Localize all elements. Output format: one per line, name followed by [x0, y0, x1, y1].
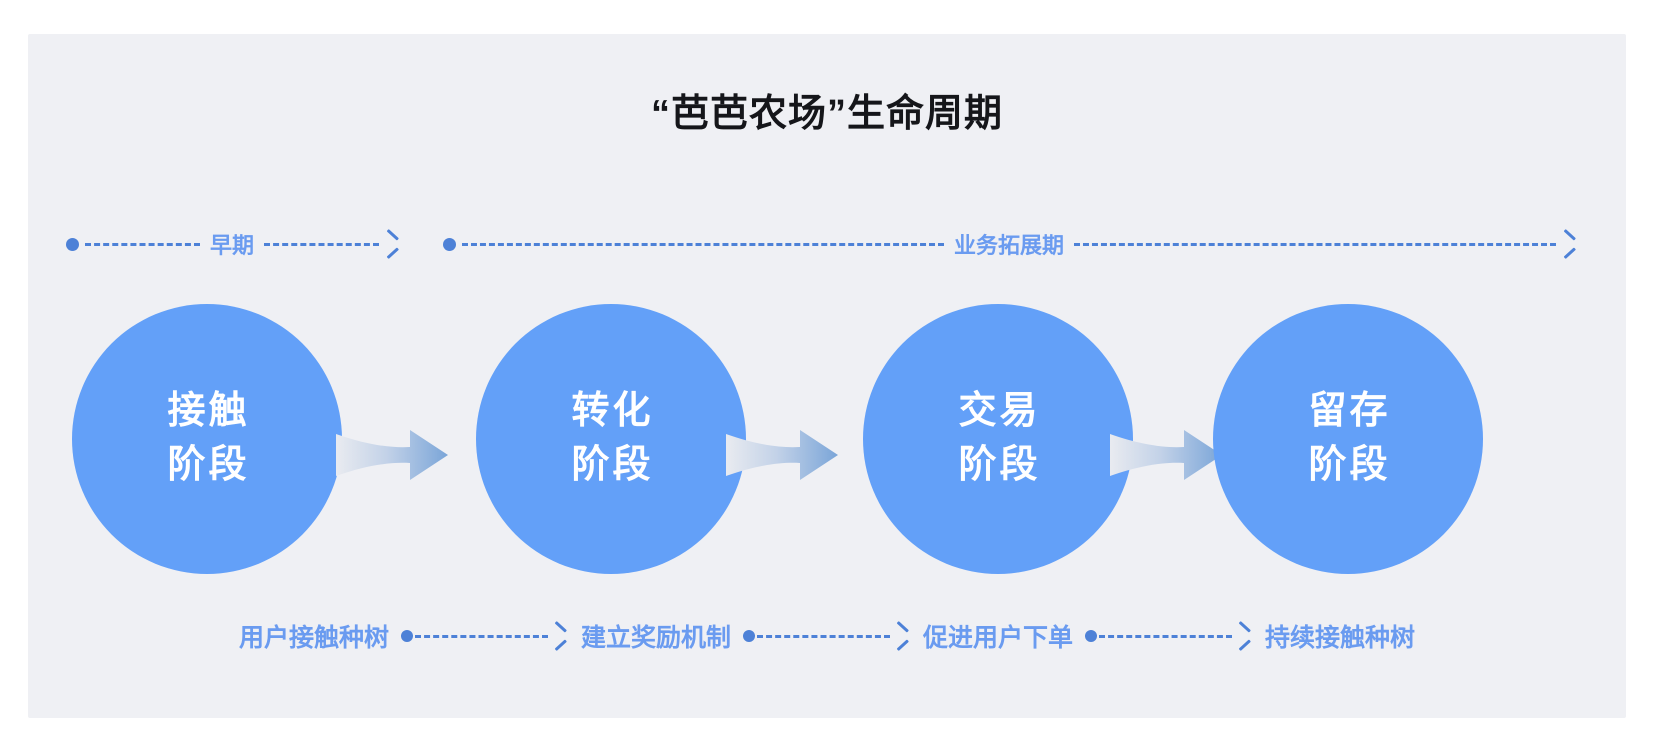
stage-circle-line1: 交易 — [958, 390, 1041, 433]
step-dashed-line-icon — [1099, 634, 1233, 638]
step-arrow-head-icon — [1236, 627, 1253, 645]
step-label-reward-mechanism: 建立奖励机制 — [580, 624, 731, 652]
step-dashed-line-icon — [414, 634, 548, 638]
page-title: “芭芭农场”生命周期 — [650, 93, 1003, 135]
stage-transition-arrow-icon — [1110, 424, 1222, 486]
stage-circle-line2: 阶段 — [571, 444, 654, 486]
step-connector-icon — [400, 627, 569, 645]
stage-circle-line1: 转化 — [571, 390, 654, 433]
step-arrow-head-icon — [552, 627, 569, 645]
step-arrow-head-icon — [894, 627, 911, 645]
step-label-contact-tree: 用户接触种树 — [238, 624, 389, 652]
phase-timeline-expansion: 业务拓展期 — [443, 209, 1578, 279]
stage-circle-conversion[interactable]: 转化 阶段 — [476, 304, 746, 574]
stage-circle-retention[interactable]: 留存 阶段 — [1213, 304, 1483, 574]
stage-circle-line1: 接触 — [167, 390, 250, 433]
step-dot-icon — [743, 630, 755, 642]
phase-timeline-row: 早期 业务拓展期 — [28, 209, 1626, 279]
phase-start-dot-icon — [443, 237, 456, 251]
stage-circle-line2: 阶段 — [1308, 444, 1391, 486]
stage-circle-contact[interactable]: 接触 阶段 — [72, 304, 342, 574]
phase-dashed-line-icon — [85, 242, 200, 246]
stage-circle-line2: 阶段 — [958, 444, 1041, 486]
step-dot-icon — [1085, 630, 1098, 642]
phase-start-dot-icon — [66, 237, 79, 251]
step-label-continuous-contact: 持续接触种树 — [1265, 624, 1416, 652]
phase-dashed-line-icon — [264, 242, 380, 246]
step-dashed-line-icon — [757, 634, 890, 638]
stage-transition-arrow-icon — [726, 424, 838, 486]
phase-label-expansion: 业务拓展期 — [954, 233, 1065, 258]
phase-label-early: 早期 — [210, 233, 255, 258]
phase-dashed-line-icon — [462, 242, 944, 246]
step-labels-row: 用户接触种树 建立奖励机制 促进用户下单 持续接触种树 — [28, 606, 1626, 666]
stage-transition-arrow-icon — [336, 424, 448, 486]
phase-dashed-line-icon — [1074, 242, 1557, 246]
lifecycle-card: “芭芭农场”生命周期 早期 业务拓展期 接触 阶段 — [28, 34, 1626, 718]
step-dot-icon — [400, 630, 413, 642]
step-label-promote-orders: 促进用户下单 — [923, 624, 1074, 652]
step-connector-icon — [743, 627, 911, 645]
phase-timeline-early: 早期 — [66, 209, 401, 279]
step-connector-icon — [1085, 627, 1253, 645]
stage-circle-transaction[interactable]: 交易 阶段 — [863, 304, 1133, 574]
stage-circles-row: 接触 阶段 转化 阶段 — [28, 282, 1626, 582]
phase-arrow-head-icon — [383, 235, 401, 253]
phase-arrow-head-icon — [1560, 235, 1578, 253]
stage-circle-line1: 留存 — [1308, 390, 1391, 433]
stage-circle-line2: 阶段 — [167, 444, 250, 486]
